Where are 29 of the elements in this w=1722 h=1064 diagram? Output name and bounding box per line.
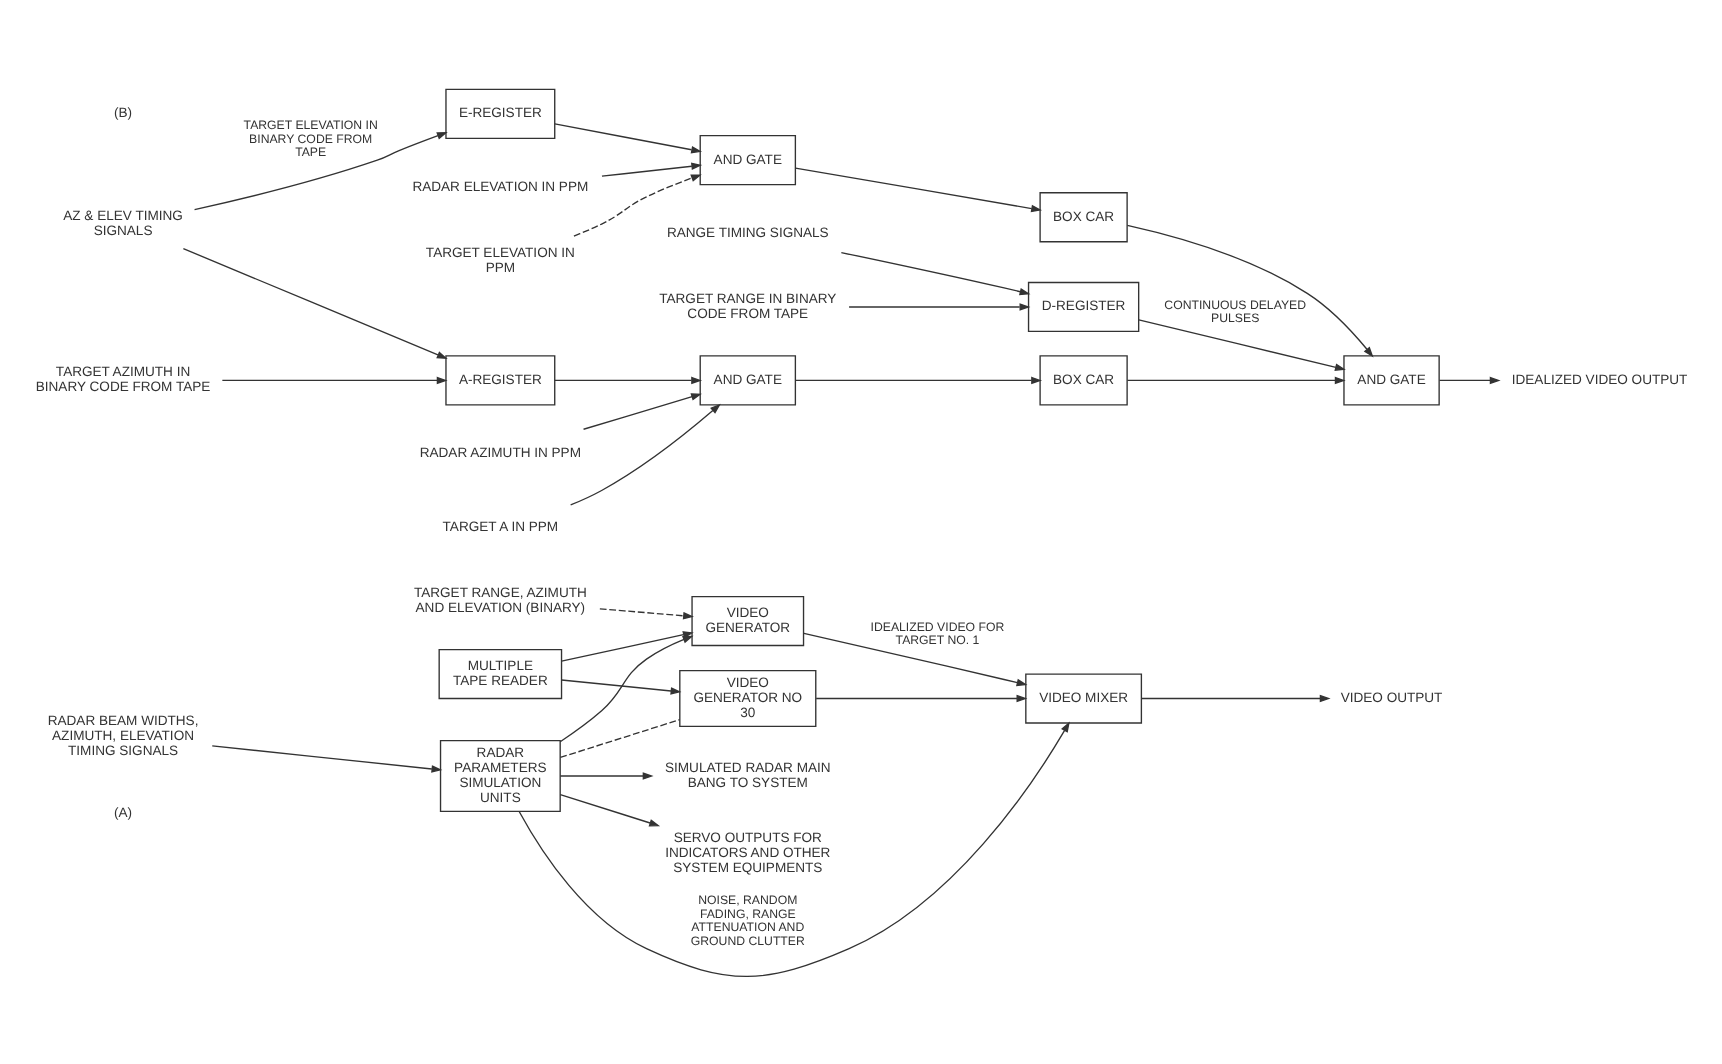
arrow — [559, 678, 681, 694]
arrow — [181, 246, 447, 358]
arrow — [1437, 375, 1500, 384]
arrow — [1125, 375, 1345, 384]
arrow — [847, 302, 1030, 310]
arrow — [793, 166, 1042, 212]
arrow — [558, 771, 653, 779]
arrow — [210, 744, 442, 772]
arrow — [581, 392, 701, 429]
arrow — [1125, 223, 1373, 357]
arrow — [572, 173, 701, 236]
arrow — [1137, 318, 1345, 370]
arrow — [793, 375, 1042, 384]
arrow — [568, 402, 720, 505]
arrow — [553, 122, 702, 153]
arrow — [558, 634, 693, 742]
arrow — [1140, 693, 1330, 702]
arrow — [192, 131, 447, 210]
arrow — [839, 250, 1030, 295]
arrow — [802, 631, 1027, 686]
arrow — [559, 630, 693, 661]
arrow — [553, 375, 702, 384]
arrow — [600, 161, 702, 176]
arrow — [517, 720, 1069, 977]
arrow — [598, 607, 693, 619]
arrow — [814, 693, 1027, 702]
connector — [558, 718, 680, 758]
arrow — [558, 792, 660, 826]
arrow — [220, 375, 447, 384]
